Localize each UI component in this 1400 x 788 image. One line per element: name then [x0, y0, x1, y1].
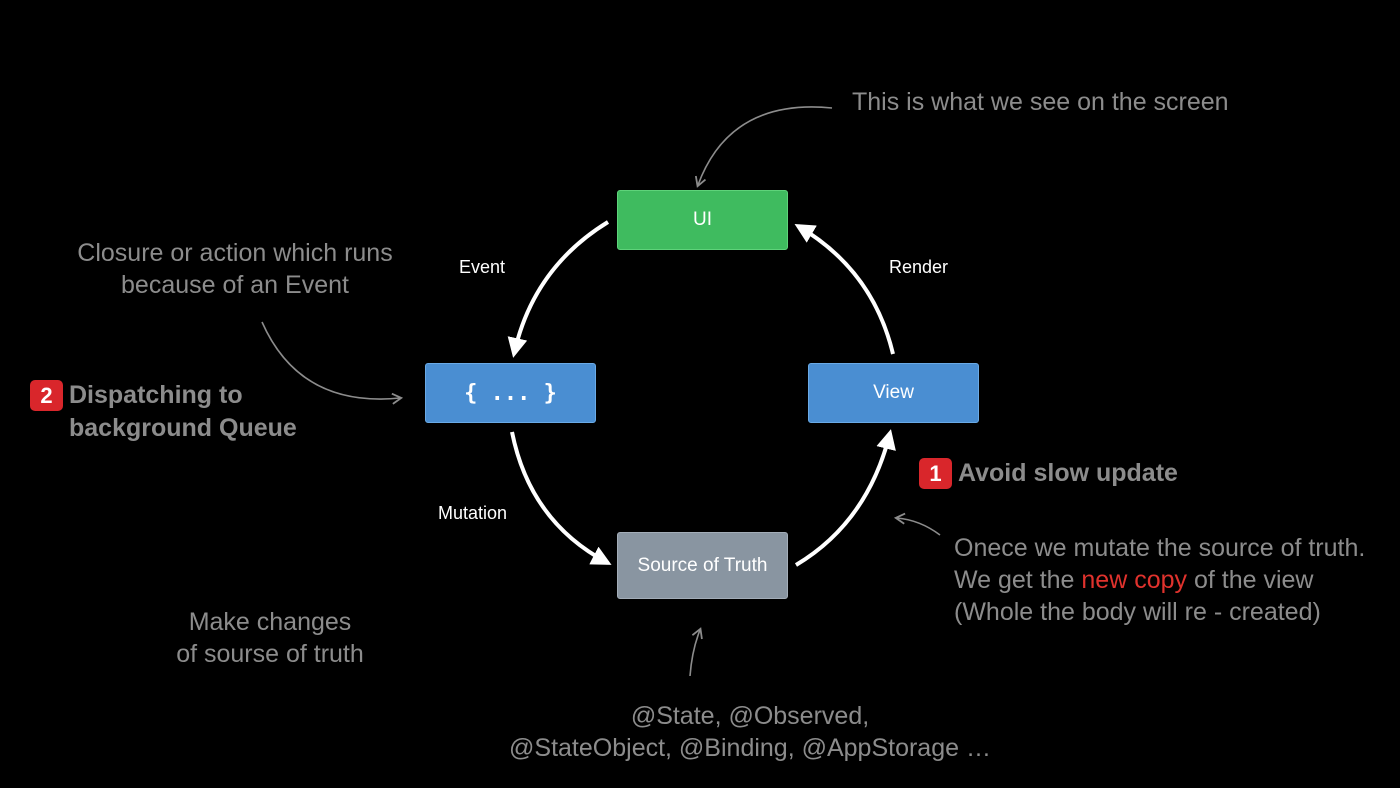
- closure-node-label: { ... }: [464, 380, 557, 406]
- event-label: Event: [459, 257, 506, 277]
- slow-update-callout: 1 Avoid slow update: [919, 457, 1178, 490]
- closure-pointer: [261, 321, 404, 405]
- ui-node: UI: [617, 190, 788, 250]
- dispatch-callout: 2 Dispatching to background Queue: [30, 379, 297, 445]
- closure-note-line-1: Closure or action which runs: [77, 239, 393, 267]
- mutation-label: Mutation: [438, 503, 508, 523]
- render-label: Render: [889, 257, 949, 277]
- number-badge-2: 2: [30, 380, 63, 411]
- source-of-truth-label: Source of Truth: [637, 554, 768, 576]
- dispatch-line-2: background Queue: [69, 414, 297, 442]
- update-arrow: [794, 429, 896, 567]
- mutate-note-line-3: (Whole the body will re - created): [954, 598, 1321, 626]
- mutate-note-line-2: We get the new copy of the view: [954, 564, 1365, 596]
- view-node-label: View: [873, 382, 914, 403]
- screen-note: This is what we see on the screen: [852, 88, 1229, 116]
- number-badge-1: 1: [919, 458, 952, 489]
- slow-update-text: Avoid slow update: [958, 459, 1178, 487]
- source-of-truth-node: Source of Truth: [617, 532, 788, 599]
- wrappers-note-line-1: @State, @Observed,: [630, 702, 870, 730]
- closure-note-line-2: because of an Event: [121, 271, 349, 299]
- property-wrappers-note: @State, @Observed, @StateObject, @Bindin…: [480, 700, 1020, 764]
- mutate-note: Onece we mutate the source of truth. We …: [954, 532, 1365, 628]
- mutate-note-line-2-end: of the view: [1187, 566, 1314, 594]
- render-arrow: [794, 223, 895, 355]
- mutate-note-line-2-start: We get the: [954, 566, 1082, 594]
- closure-note: Closure or action which runs because of …: [40, 237, 430, 301]
- mutate-pointer: [893, 512, 941, 536]
- ui-node-label: UI: [693, 209, 712, 230]
- changes-note-line-2: of sourse of truth: [176, 640, 364, 668]
- wrappers-pointer: [689, 627, 703, 677]
- screen-pointer: [694, 106, 833, 188]
- view-node: View: [808, 363, 979, 423]
- mutate-note-line-1: Onece we mutate the source of truth.: [954, 534, 1366, 562]
- mutation-arrow: [510, 431, 612, 565]
- closure-node: { ... }: [425, 363, 596, 423]
- changes-note-line-1: Make changes: [188, 608, 352, 636]
- dispatch-line-1: Dispatching to: [69, 381, 243, 409]
- new-copy-highlight: new copy: [1081, 566, 1188, 594]
- changes-note: Make changes of sourse of truth: [140, 606, 400, 670]
- wrappers-note-line-2: @StateObject, @Binding, @AppStorage …: [509, 734, 991, 762]
- dispatch-callout-text: Dispatching to background Queue: [69, 379, 297, 445]
- event-arrow: [507, 220, 610, 358]
